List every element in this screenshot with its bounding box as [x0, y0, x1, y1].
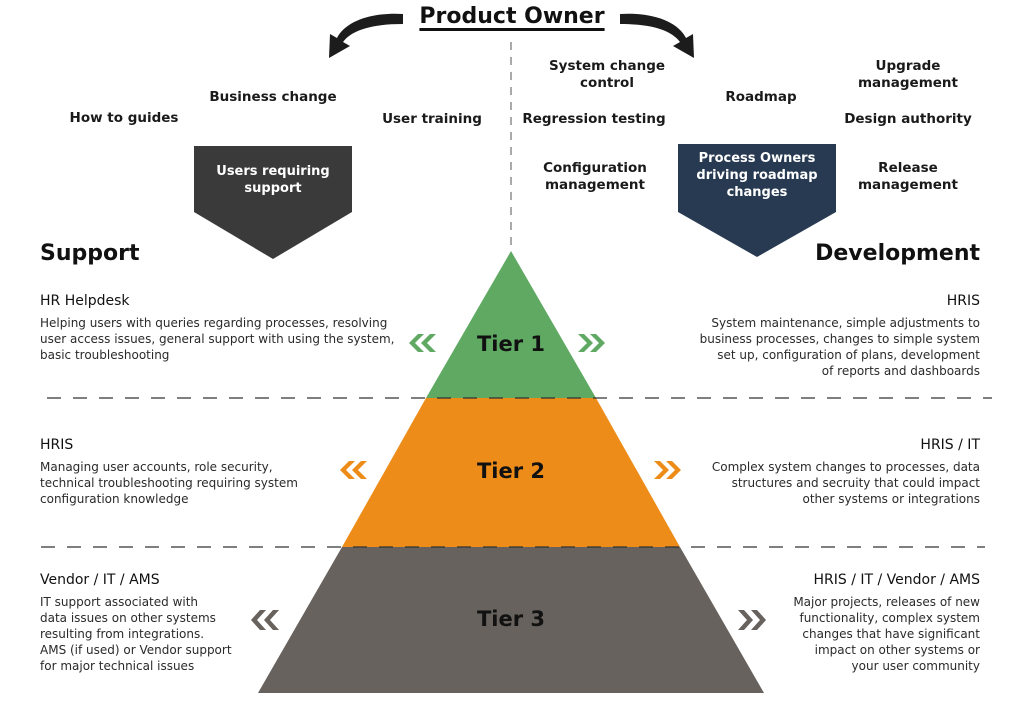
tier-1-development: HRIS System maintenance, simple adjustme… [700, 293, 980, 379]
topic-regression-testing: Regression testing [522, 111, 666, 127]
support-heading: Support [40, 241, 140, 266]
development-description: System maintenance, simple adjustments t… [699, 316, 980, 378]
support-description: IT support associated with data issues o… [40, 595, 232, 673]
development-description: Complex system changes to processes, dat… [711, 460, 980, 506]
topic-system-change-control: System change control [548, 58, 666, 91]
tier-1-support: HR Helpdesk Helping users with queries r… [40, 293, 394, 363]
support-description: Managing user accounts, role security, t… [40, 460, 298, 506]
development-box-label: Process Owners driving roadmap changes [696, 151, 818, 200]
topic-upgrade-management: Upgrade management [857, 58, 958, 91]
topic-release-management: Release management [857, 160, 958, 193]
curved-arrow-left-icon [329, 13, 403, 58]
development-description: Major projects, releases of new function… [793, 595, 980, 673]
development-pentagon [678, 144, 836, 257]
chevron-right-icon [738, 610, 766, 630]
support-box-label: Users requiring support [216, 164, 330, 196]
chevron-left-icon [251, 610, 279, 630]
chevron-right-icon [654, 461, 681, 479]
development-role: HRIS / IT / Vendor / AMS [813, 572, 980, 588]
tier-2-segment [342, 398, 680, 547]
tier-3-support: Vendor / IT / AMS IT support associated … [40, 572, 232, 674]
support-role: HRIS [40, 437, 74, 453]
support-role: HR Helpdesk [40, 293, 130, 309]
page-title: Product Owner [419, 4, 605, 29]
chevron-left-icon [340, 461, 367, 479]
tier-2-development: HRIS / IT Complex system changes to proc… [712, 437, 980, 507]
development-heading: Development [815, 241, 980, 266]
topic-configuration-management: Configuration management [543, 160, 647, 193]
tier-1-segment [426, 251, 596, 398]
support-pentagon [194, 146, 352, 259]
topic-how-to-guides: How to guides [69, 110, 179, 126]
support-description: Helping users with queries regarding pro… [40, 316, 395, 362]
tier-3-development: HRIS / IT / Vendor / AMS Major projects,… [793, 572, 980, 674]
tier-3-segment [258, 547, 764, 693]
tier-2-support: HRIS Managing user accounts, role securi… [40, 437, 298, 507]
chevron-right-icon [578, 334, 605, 352]
topic-business-change: Business change [209, 89, 337, 105]
topic-design-authority: Design authority [844, 111, 972, 127]
curved-arrow-right-icon [620, 13, 694, 58]
development-role: HRIS / IT [920, 437, 980, 453]
tier-1-label: Tier 1 [476, 332, 546, 356]
topic-user-training: User training [382, 111, 482, 127]
chevron-left-icon [409, 334, 436, 352]
tier-2-label: Tier 2 [476, 459, 546, 483]
support-role: Vendor / IT / AMS [40, 572, 160, 588]
topic-roadmap: Roadmap [725, 89, 797, 105]
tier-3-label: Tier 3 [476, 607, 546, 631]
development-role: HRIS [946, 293, 980, 309]
